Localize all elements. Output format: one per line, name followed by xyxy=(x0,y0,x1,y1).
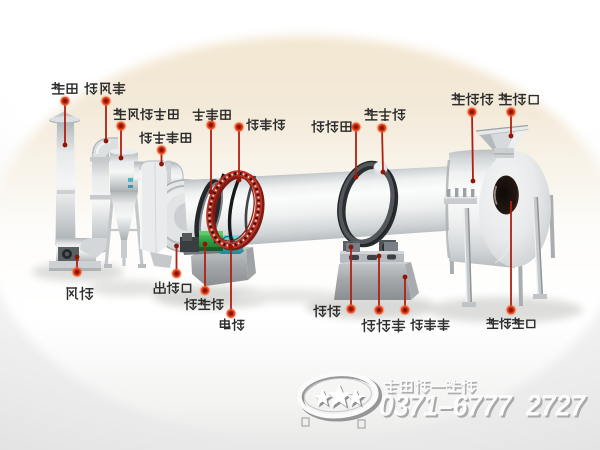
svg-text:0371–6777 2727: 0371–6777 2727 xyxy=(379,390,586,423)
svg-text:0371–6777 2727: 0371–6777 2727 xyxy=(381,392,588,425)
